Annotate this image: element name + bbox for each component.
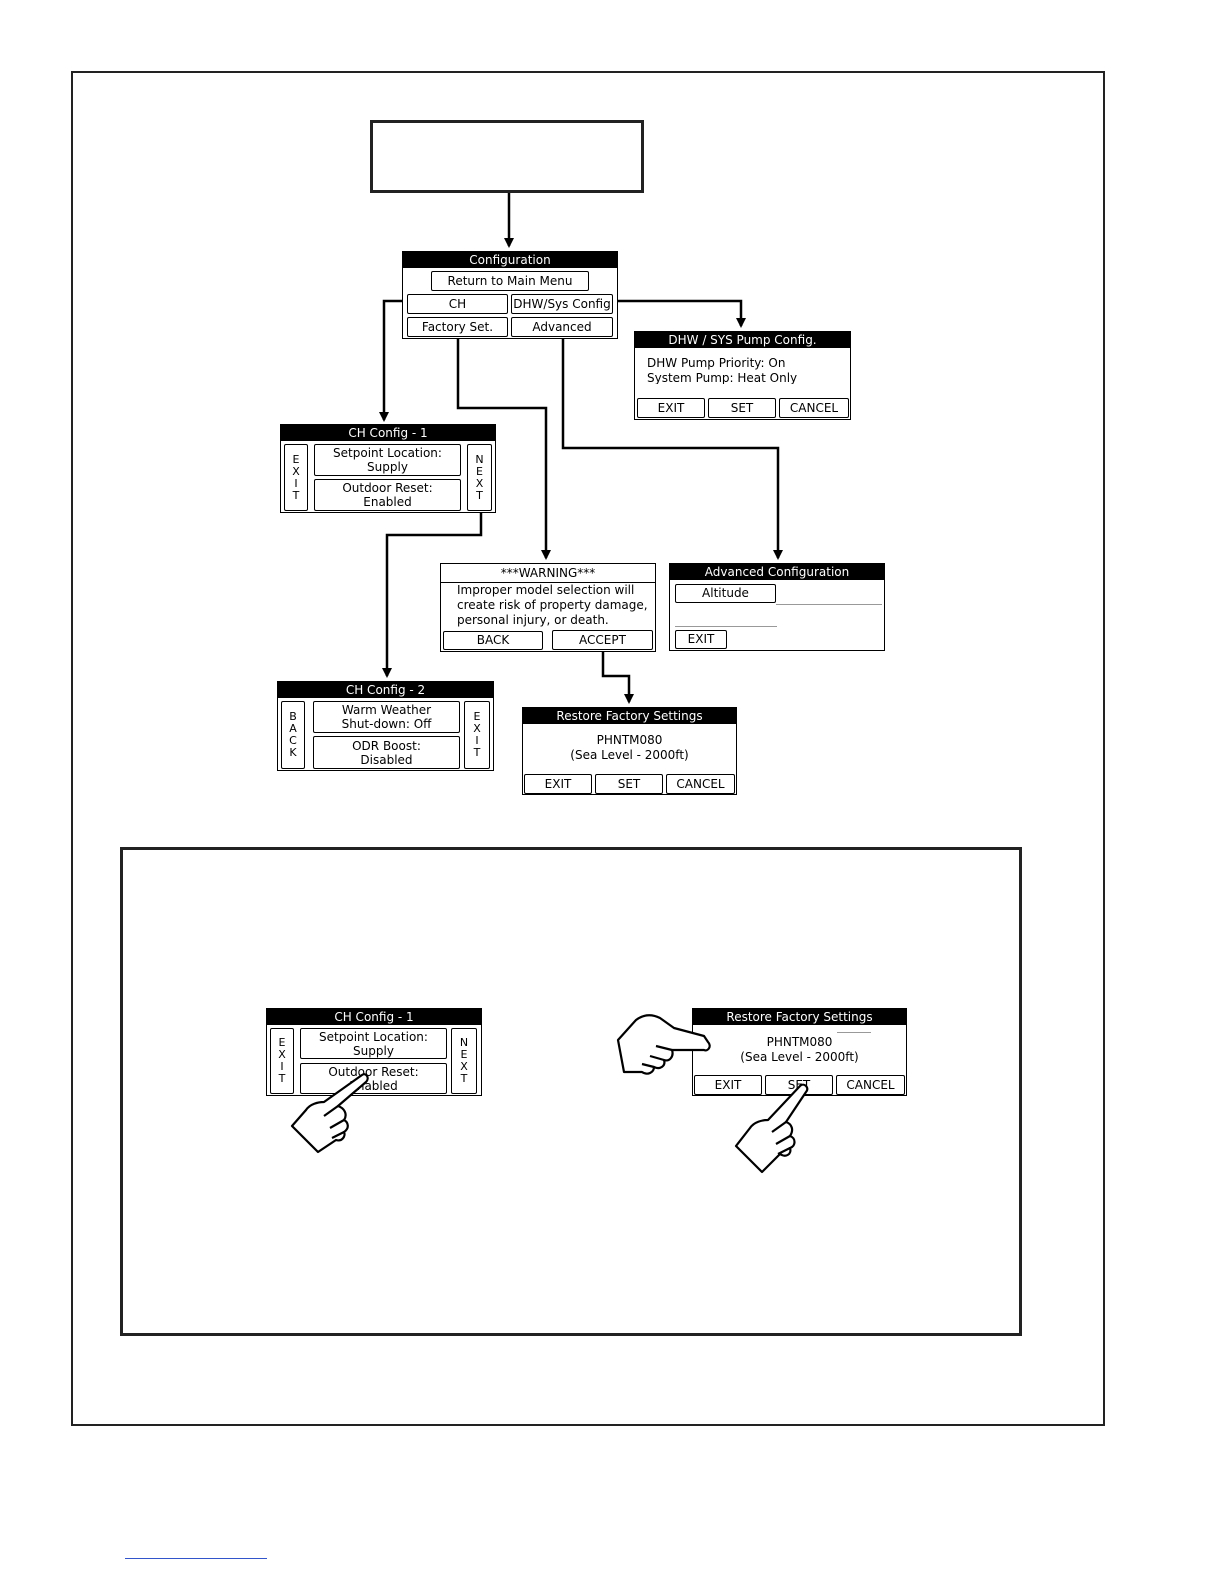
screen-title: DHW / SYS Pump Config.	[635, 332, 850, 348]
arrow-advanced-to-adv	[561, 338, 783, 560]
altitude-button[interactable]: Altitude	[675, 584, 776, 603]
example-restore-factory-settings-screen: Restore Factory Settings PHNTM080 (Sea L…	[692, 1008, 907, 1096]
back-button[interactable]: BACK	[443, 631, 543, 650]
warning-line-3: personal injury, or death.	[457, 613, 609, 627]
dhw-sys-config-button[interactable]: DHW/Sys Config	[511, 294, 613, 314]
divider	[837, 1032, 871, 1033]
pointing-hand-icon	[734, 1083, 809, 1174]
screen-title: CH Config - 1	[267, 1009, 481, 1025]
screen-title: Configuration	[403, 252, 617, 268]
warning-screen: ***WARNING*** Improper model selection w…	[440, 563, 656, 652]
factory-set-button[interactable]: Factory Set.	[407, 317, 508, 337]
divider	[776, 604, 882, 605]
arrow-ch-to-ch1	[379, 299, 407, 422]
screen-title: Restore Factory Settings	[523, 708, 736, 724]
pointing-hand-icon	[290, 1073, 369, 1154]
accept-button[interactable]: ACCEPT	[552, 630, 653, 650]
dhw-pump-priority-text: DHW Pump Priority: On	[647, 356, 786, 370]
set-button[interactable]: SET	[708, 398, 776, 418]
restore-factory-settings-screen: Restore Factory Settings PHNTM080 (Sea L…	[522, 707, 737, 795]
cancel-button[interactable]: CANCEL	[779, 398, 849, 418]
exit-button[interactable]: EXIT	[524, 774, 592, 794]
setpoint-location-button[interactable]: Setpoint Location:Supply	[300, 1028, 447, 1059]
divider	[675, 626, 777, 627]
outdoor-reset-button[interactable]: Outdoor Reset:Enabled	[300, 1063, 447, 1094]
advanced-button[interactable]: Advanced	[511, 317, 613, 337]
set-button[interactable]: SET	[765, 1075, 833, 1095]
start-box	[370, 120, 644, 193]
cancel-button[interactable]: CANCEL	[666, 774, 735, 794]
arrow-dhw-to-pump	[612, 299, 746, 328]
screen-title: CH Config - 1	[281, 425, 495, 441]
exit-button[interactable]: EXIT	[675, 630, 727, 649]
arrow-accept-to-restore	[601, 652, 634, 704]
arrow-factory-to-warning	[456, 338, 551, 560]
model-text: PHNTM080	[596, 733, 663, 747]
screen-title: CH Config - 2	[278, 682, 493, 698]
page-frame	[71, 71, 1105, 1426]
ch-button[interactable]: CH	[407, 294, 508, 314]
warning-line-1: Improper model selection will	[457, 583, 635, 597]
return-main-menu-button[interactable]: Return to Main Menu	[431, 271, 589, 291]
exit-button[interactable]: EXIT	[694, 1075, 762, 1095]
outdoor-reset-button[interactable]: Outdoor Reset:Enabled	[314, 479, 461, 511]
screen-title: Advanced Configuration	[670, 564, 884, 580]
screen-title: Restore Factory Settings	[693, 1009, 906, 1025]
set-button[interactable]: SET	[595, 774, 663, 794]
exit-button[interactable]: EXIT	[637, 398, 705, 418]
model-text: PHNTM080	[766, 1035, 833, 1049]
advanced-configuration-screen: Advanced Configuration Altitude EXIT	[669, 563, 885, 651]
altitude-range-text: (Sea Level - 2000ft)	[740, 1050, 859, 1064]
footer-rule	[125, 1558, 267, 1559]
system-pump-text: System Pump: Heat Only	[647, 371, 798, 384]
altitude-range-text: (Sea Level - 2000ft)	[570, 748, 689, 762]
pointing-hand-icon	[616, 1014, 711, 1075]
arrow-ch1-to-ch2	[382, 512, 483, 678]
example-box	[120, 847, 1022, 1336]
cancel-button[interactable]: CANCEL	[836, 1075, 905, 1095]
configuration-screen: Configuration Return to Main Menu CH DHW…	[402, 251, 618, 339]
warning-line-2: create risk of property damage,	[457, 598, 648, 612]
warning-title: ***WARNING***	[441, 566, 655, 583]
setpoint-location-button[interactable]: Setpoint Location:Supply	[314, 444, 461, 476]
dhw-pump-config-screen: DHW / SYS Pump Config. DHW Pump Priority…	[634, 331, 851, 420]
odr-boost-button[interactable]: ODR Boost:Disabled	[313, 736, 460, 769]
